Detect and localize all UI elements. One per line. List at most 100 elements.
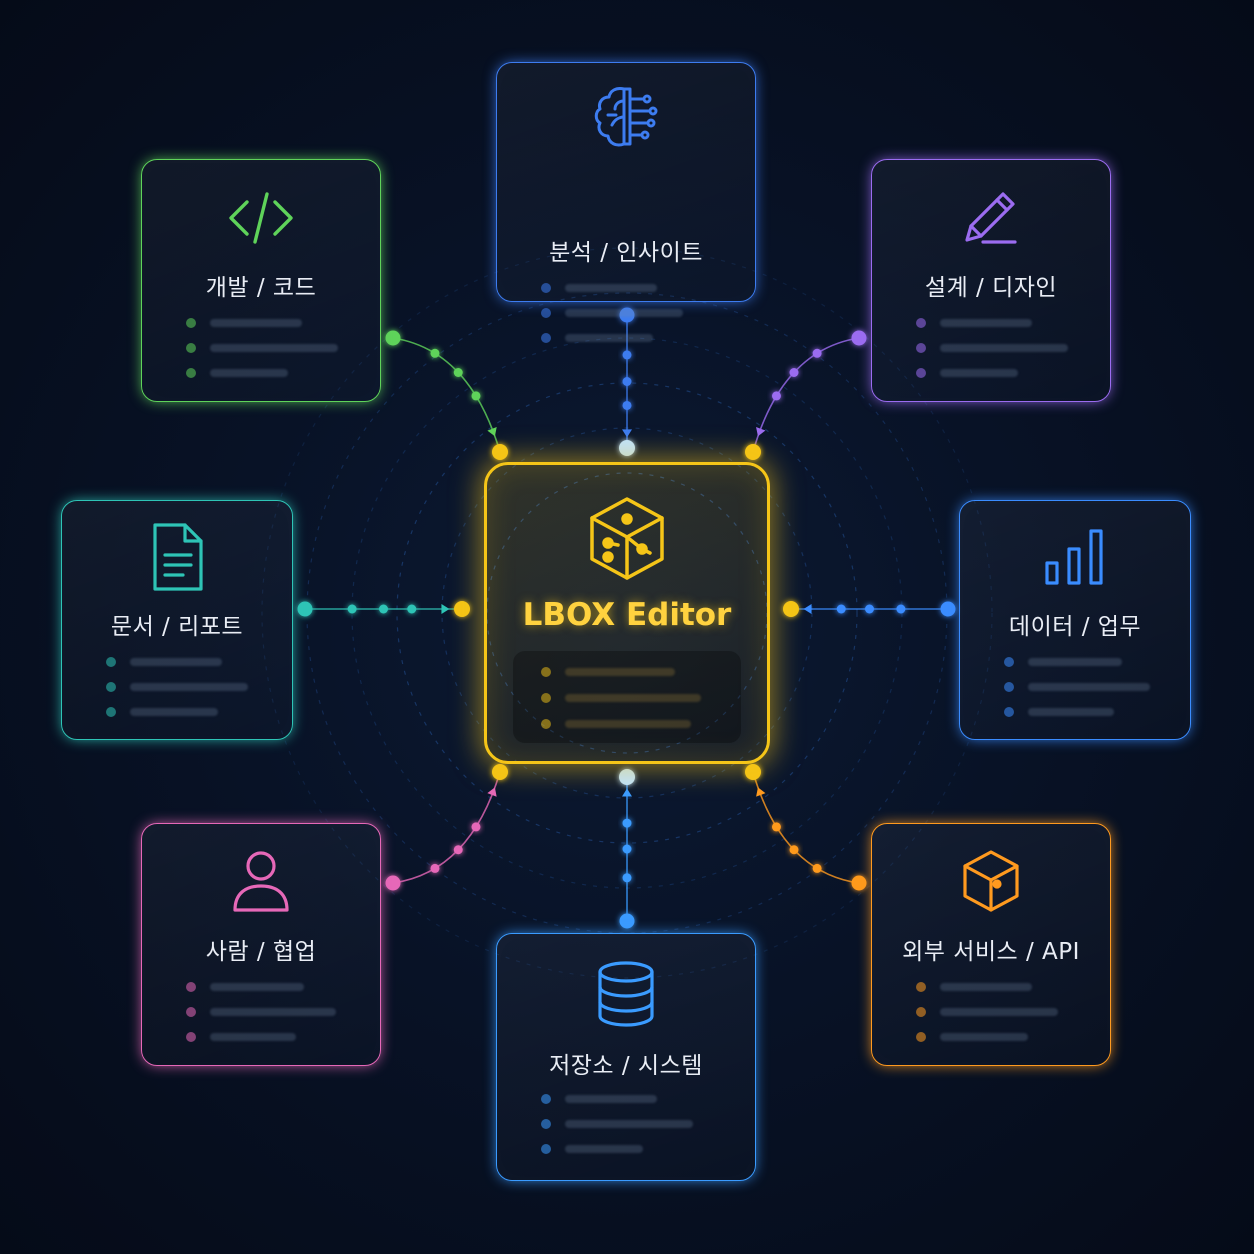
bullet-dot: [106, 706, 116, 717]
connector-arrow: [803, 604, 812, 614]
bullet-dot: [106, 656, 116, 667]
connector-endpoint: [745, 444, 761, 460]
bullet-dot: [916, 317, 926, 328]
brain-icon: [588, 81, 664, 157]
node-placeholder-rows: [916, 974, 1070, 1049]
connector-arrow: [756, 787, 766, 797]
placeholder-row: [1004, 699, 1150, 724]
cube-icon: [584, 493, 670, 583]
bullet-dot: [186, 1031, 196, 1042]
placeholder-bar: [565, 668, 675, 676]
node-card-data[interactable]: 데이터 / 업무: [959, 500, 1191, 740]
placeholder-row: [916, 974, 1070, 999]
placeholder-bar: [130, 682, 248, 691]
connector-dot: [896, 604, 906, 614]
placeholder-row: [186, 1024, 340, 1049]
connector-dot: [430, 348, 440, 358]
bullet-dot: [916, 367, 926, 378]
connector-arrow: [487, 426, 497, 437]
node-title-design: 설계 / 디자인: [924, 275, 1058, 301]
connector-dot: [622, 377, 632, 386]
placeholder-bar: [1028, 682, 1150, 691]
placeholder-row: [186, 335, 340, 360]
node-card-dev[interactable]: 개발 / 코드: [141, 159, 381, 402]
placeholder-row: [541, 711, 741, 737]
placeholder-row: [541, 1136, 715, 1161]
placeholder-row: [541, 1111, 715, 1136]
connector-endpoint: [619, 769, 635, 785]
connector-endpoint: [297, 601, 313, 617]
center-node-card[interactable]: LBOX Editor: [484, 462, 770, 764]
connector-endpoint: [851, 330, 867, 346]
connector-arrow: [622, 788, 632, 797]
node-title-people: 사람 / 협업: [205, 939, 317, 965]
placeholder-bar: [940, 1032, 1028, 1041]
placeholder-bar: [565, 720, 691, 728]
placeholder-row: [916, 1024, 1070, 1049]
connector-endpoint: [851, 875, 867, 891]
node-card-storage[interactable]: 저장소 / 시스템: [496, 933, 756, 1181]
connector-line-design: [752, 337, 860, 453]
center-node-title: LBOX Editor: [522, 597, 732, 633]
connector-dot: [812, 348, 822, 358]
node-card-design[interactable]: 설계 / 디자인: [871, 159, 1111, 402]
placeholder-bar: [565, 283, 657, 292]
placeholder-row: [1004, 649, 1150, 674]
placeholder-row: [186, 974, 340, 999]
placeholder-bar: [130, 707, 218, 716]
bullet-dot: [1004, 681, 1014, 692]
placeholder-row: [916, 360, 1070, 385]
placeholder-row: [1004, 674, 1150, 699]
connector-arrow: [622, 429, 632, 438]
placeholder-bar: [210, 318, 302, 327]
connector-endpoint: [619, 913, 635, 929]
placeholder-row: [186, 999, 340, 1024]
connector-dot: [771, 822, 781, 832]
bar-chart-icon: [1037, 519, 1113, 595]
connector-arrow: [756, 427, 766, 437]
placeholder-bar: [565, 1094, 657, 1103]
node-title-analysis: 분석 / 인사이트: [549, 240, 703, 266]
node-card-docs[interactable]: 문서 / 리포트: [61, 500, 293, 740]
bullet-dot: [1004, 656, 1014, 667]
connector-endpoint: [385, 875, 401, 891]
node-title-dev: 개발 / 코드: [205, 275, 317, 301]
placeholder-row: [186, 360, 340, 385]
bullet-dot: [916, 1006, 926, 1017]
connector-endpoint: [385, 330, 401, 346]
bullet-dot: [106, 681, 116, 692]
placeholder-row: [106, 699, 252, 724]
bullet-dot: [186, 317, 196, 328]
placeholder-row: [916, 310, 1070, 335]
placeholder-bar: [210, 1007, 336, 1016]
placeholder-bar: [565, 333, 653, 342]
connector-dot: [379, 604, 388, 614]
placeholder-bar: [210, 982, 304, 991]
bullet-dot: [541, 1118, 551, 1129]
node-card-analysis[interactable]: 분석 / 인사이트: [496, 62, 756, 343]
node-card-external[interactable]: 외부 서비스 / API: [871, 823, 1111, 1066]
bullet-dot: [186, 342, 196, 353]
node-placeholder-rows: [541, 1086, 715, 1161]
placeholder-bar: [1028, 657, 1122, 666]
connector-line-dev: [392, 337, 501, 453]
placeholder-bar: [1028, 707, 1114, 716]
placeholder-row: [916, 335, 1070, 360]
box-icon: [953, 844, 1029, 920]
connector-dot: [347, 604, 357, 614]
node-card-people[interactable]: 사람 / 협업: [141, 823, 381, 1066]
bullet-dot: [186, 981, 196, 992]
connector-endpoint: [745, 764, 761, 780]
connector-dot: [622, 400, 632, 410]
node-placeholder-rows: [186, 310, 340, 385]
placeholder-bar: [210, 343, 338, 352]
bullet-dot: [1004, 706, 1014, 717]
connector-endpoint: [783, 601, 799, 617]
connector-dot: [622, 844, 632, 854]
placeholder-bar: [565, 1119, 693, 1128]
connector-dot: [789, 368, 799, 377]
connector-endpoint: [619, 440, 635, 456]
connector-dot: [622, 873, 632, 883]
bullet-dot: [916, 981, 926, 992]
